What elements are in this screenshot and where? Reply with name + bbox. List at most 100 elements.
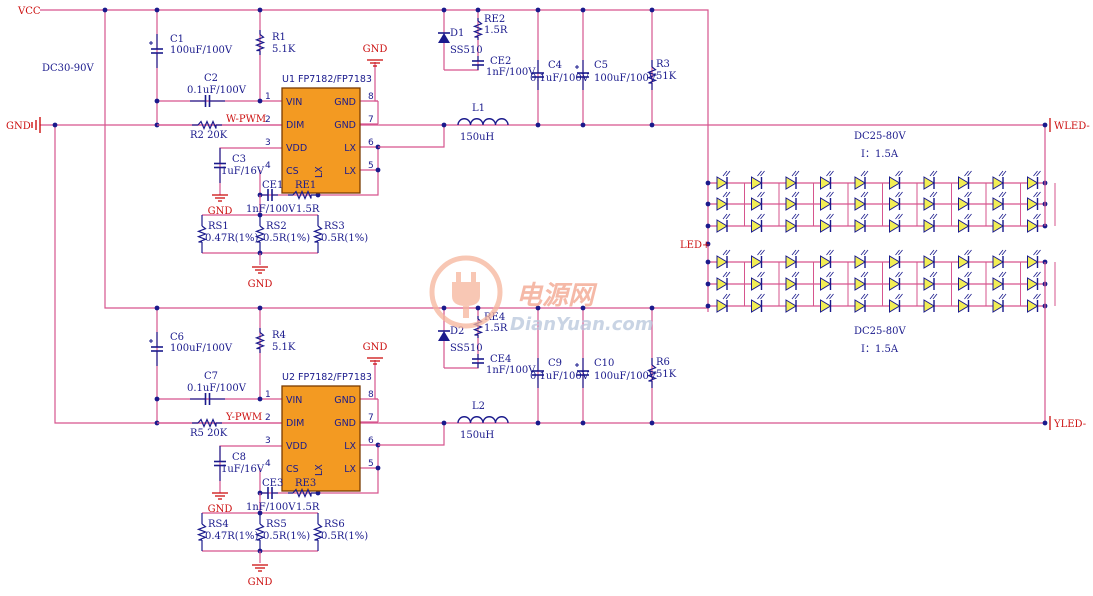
junction-dot bbox=[649, 420, 655, 426]
output-capacitor-small bbox=[532, 60, 544, 90]
vcc-rail bbox=[40, 9, 709, 230]
top-res-ref: R1 bbox=[272, 32, 286, 43]
junction-dot bbox=[475, 7, 481, 13]
led bbox=[820, 213, 834, 233]
ic-pin-left-name: CS bbox=[286, 464, 299, 475]
ic-pin-right-name: LX bbox=[344, 166, 356, 177]
ic-pin-left-name: VIN bbox=[286, 395, 302, 406]
led bbox=[716, 293, 731, 313]
led bbox=[923, 293, 938, 313]
led bbox=[923, 271, 938, 291]
diode-cap-value: 1nF/100V bbox=[486, 365, 536, 376]
led bbox=[958, 293, 972, 313]
junction-dot bbox=[154, 305, 160, 311]
diode-cap-value: 1nF/100V bbox=[486, 67, 536, 78]
ic-pin-right-num: 7 bbox=[368, 413, 374, 423]
ic-pin-right-num: 6 bbox=[368, 436, 374, 446]
led bbox=[992, 271, 1007, 291]
junction-dot bbox=[154, 396, 160, 402]
ic-pin-left-num: 1 bbox=[265, 390, 271, 400]
led bbox=[889, 249, 903, 269]
led bbox=[785, 271, 800, 291]
vin-capacitor bbox=[190, 95, 225, 107]
ic-pin-right-num: 8 bbox=[368, 92, 374, 102]
ic-pin-left-name: VDD bbox=[286, 143, 307, 154]
diode-res-ref: RE4 bbox=[484, 312, 505, 323]
junction-dot bbox=[580, 7, 586, 13]
led bbox=[716, 271, 731, 291]
top-resistor bbox=[254, 328, 266, 353]
gnd-label: GND bbox=[6, 121, 31, 132]
dim-resistor bbox=[192, 119, 222, 131]
diode-cap-ref: CE4 bbox=[490, 354, 511, 365]
led bbox=[820, 249, 834, 269]
junction-dot bbox=[705, 281, 711, 287]
led bbox=[958, 170, 972, 190]
sense-resistor bbox=[312, 513, 324, 551]
junction-dot bbox=[535, 7, 541, 13]
led bbox=[716, 249, 731, 269]
dim-resistor bbox=[192, 417, 222, 429]
inductor-value: 150uH bbox=[460, 132, 495, 143]
snub-res-value: 1.5R bbox=[296, 502, 320, 513]
junction-dot bbox=[441, 7, 447, 13]
vin-cap-value: 0.1uF/100V bbox=[187, 383, 247, 394]
ic-pin-left-num: 3 bbox=[265, 138, 271, 148]
led-array1-current: I：1.5A bbox=[861, 149, 899, 160]
junction-dot bbox=[535, 305, 541, 311]
junction-dot bbox=[315, 490, 321, 496]
snub-cap-ref: CE3 bbox=[262, 478, 283, 489]
led bbox=[854, 249, 869, 269]
diode-resistor bbox=[472, 18, 484, 40]
junction-dot bbox=[705, 201, 711, 207]
diode-res-ref: RE2 bbox=[484, 14, 505, 25]
junction-dot bbox=[535, 420, 541, 426]
ic-label: U1 FP7182/FP7183 bbox=[282, 74, 372, 85]
snub-res-value: 1.5R bbox=[296, 204, 320, 215]
ic-pin-right-num: 8 bbox=[368, 390, 374, 400]
gnd-rail-bottom bbox=[54, 125, 1045, 424]
vin-cap-value: 0.1uF/100V bbox=[187, 85, 247, 96]
sense-res-value: 0.5R(1%) bbox=[263, 233, 310, 244]
ic-pin-left-num: 4 bbox=[265, 459, 271, 469]
vdd-cap-value: 1uF/16V bbox=[221, 166, 265, 177]
gnd-bottom-label: GND bbox=[248, 279, 273, 290]
ic-pin-right-num: 5 bbox=[368, 459, 374, 469]
sense-resistor bbox=[254, 513, 266, 551]
ic-gnd-up-wire bbox=[374, 360, 378, 400]
ic-pin-right-name: LX bbox=[344, 143, 356, 154]
ic-pin-left-name: DIM bbox=[286, 120, 304, 131]
out-cap1-value: 0.1uF/100V bbox=[530, 73, 590, 84]
vin-cap-ref: C7 bbox=[204, 371, 218, 382]
led bbox=[889, 170, 903, 190]
labels: VCCDC30-90VGNDC1100uF/100VR15.1KC20.1uF/… bbox=[6, 6, 1090, 588]
gnd-top-label: GND bbox=[363, 342, 388, 353]
led bbox=[854, 213, 869, 233]
sense-res-value: 0.47R(1%) bbox=[205, 233, 259, 244]
snubber-resistor bbox=[288, 487, 316, 499]
led-array2-current: I：1.5A bbox=[861, 344, 899, 355]
led bbox=[923, 213, 938, 233]
junction-dot bbox=[705, 303, 711, 309]
led bbox=[751, 213, 765, 233]
sense-res-ref: RS1 bbox=[208, 221, 229, 232]
led bbox=[1027, 170, 1041, 190]
led bbox=[820, 293, 834, 313]
led bbox=[992, 170, 1007, 190]
vdd-cap-value: 1uF/16V bbox=[221, 464, 265, 475]
out-res-ref: R6 bbox=[656, 357, 670, 368]
flyback-diode bbox=[438, 32, 450, 43]
led bbox=[785, 293, 800, 313]
led bbox=[958, 191, 972, 211]
ic-gnd-up-wire bbox=[374, 62, 378, 102]
led bbox=[889, 213, 903, 233]
flyback-diode bbox=[438, 330, 450, 341]
led bbox=[1027, 191, 1041, 211]
led bbox=[958, 271, 972, 291]
led bbox=[992, 293, 1007, 313]
sense-res-ref: RS5 bbox=[266, 519, 287, 530]
output-capacitor-small bbox=[532, 358, 544, 388]
sense-ground bbox=[252, 266, 268, 274]
output-resistor bbox=[646, 358, 658, 388]
